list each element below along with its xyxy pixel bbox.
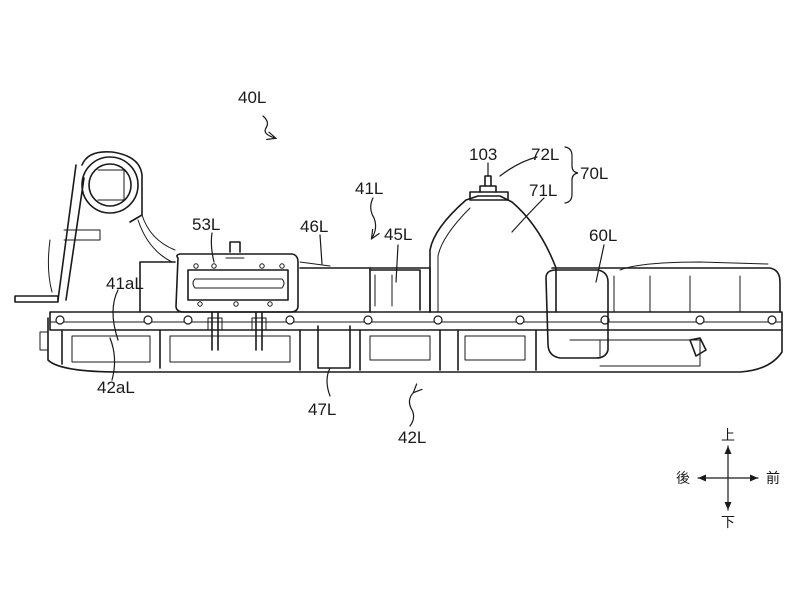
label-46L: 46L — [300, 217, 328, 236]
module-53L — [175, 241, 299, 351]
direction-up-label: 上 — [721, 428, 735, 444]
flange-plate — [49, 311, 783, 331]
label-42aL: 42aL — [97, 378, 135, 397]
tower-71L — [429, 175, 557, 313]
direction-down-label: 下 — [721, 515, 735, 531]
label-103: 103 — [469, 145, 497, 164]
label-41L: 41L — [355, 179, 383, 198]
direction-front-label: 前 — [766, 470, 780, 487]
label-72L: 72L — [531, 145, 559, 164]
label-53L: 53L — [192, 215, 220, 234]
rear-duct-assembly — [14, 150, 176, 303]
leader-lines — [109, 115, 605, 427]
label-42L: 42L — [398, 428, 426, 447]
component-60L — [545, 261, 781, 359]
part-labels: 40L 41L 41aL 42aL 42L 45L 46L 47L 53L 60… — [97, 88, 617, 447]
label-45L: 45L — [384, 225, 412, 244]
label-41aL: 41aL — [106, 274, 144, 293]
label-71L: 71L — [529, 181, 557, 200]
label-40L: 40L — [238, 88, 266, 107]
direction-rear-label: 後 — [676, 471, 690, 487]
label-60L: 60L — [589, 226, 617, 245]
direction-indicator: 上 下 後 前 — [676, 428, 780, 531]
label-70L: 70L — [580, 164, 608, 183]
lower-case-42L — [39, 317, 783, 373]
label-47L: 47L — [308, 400, 336, 419]
